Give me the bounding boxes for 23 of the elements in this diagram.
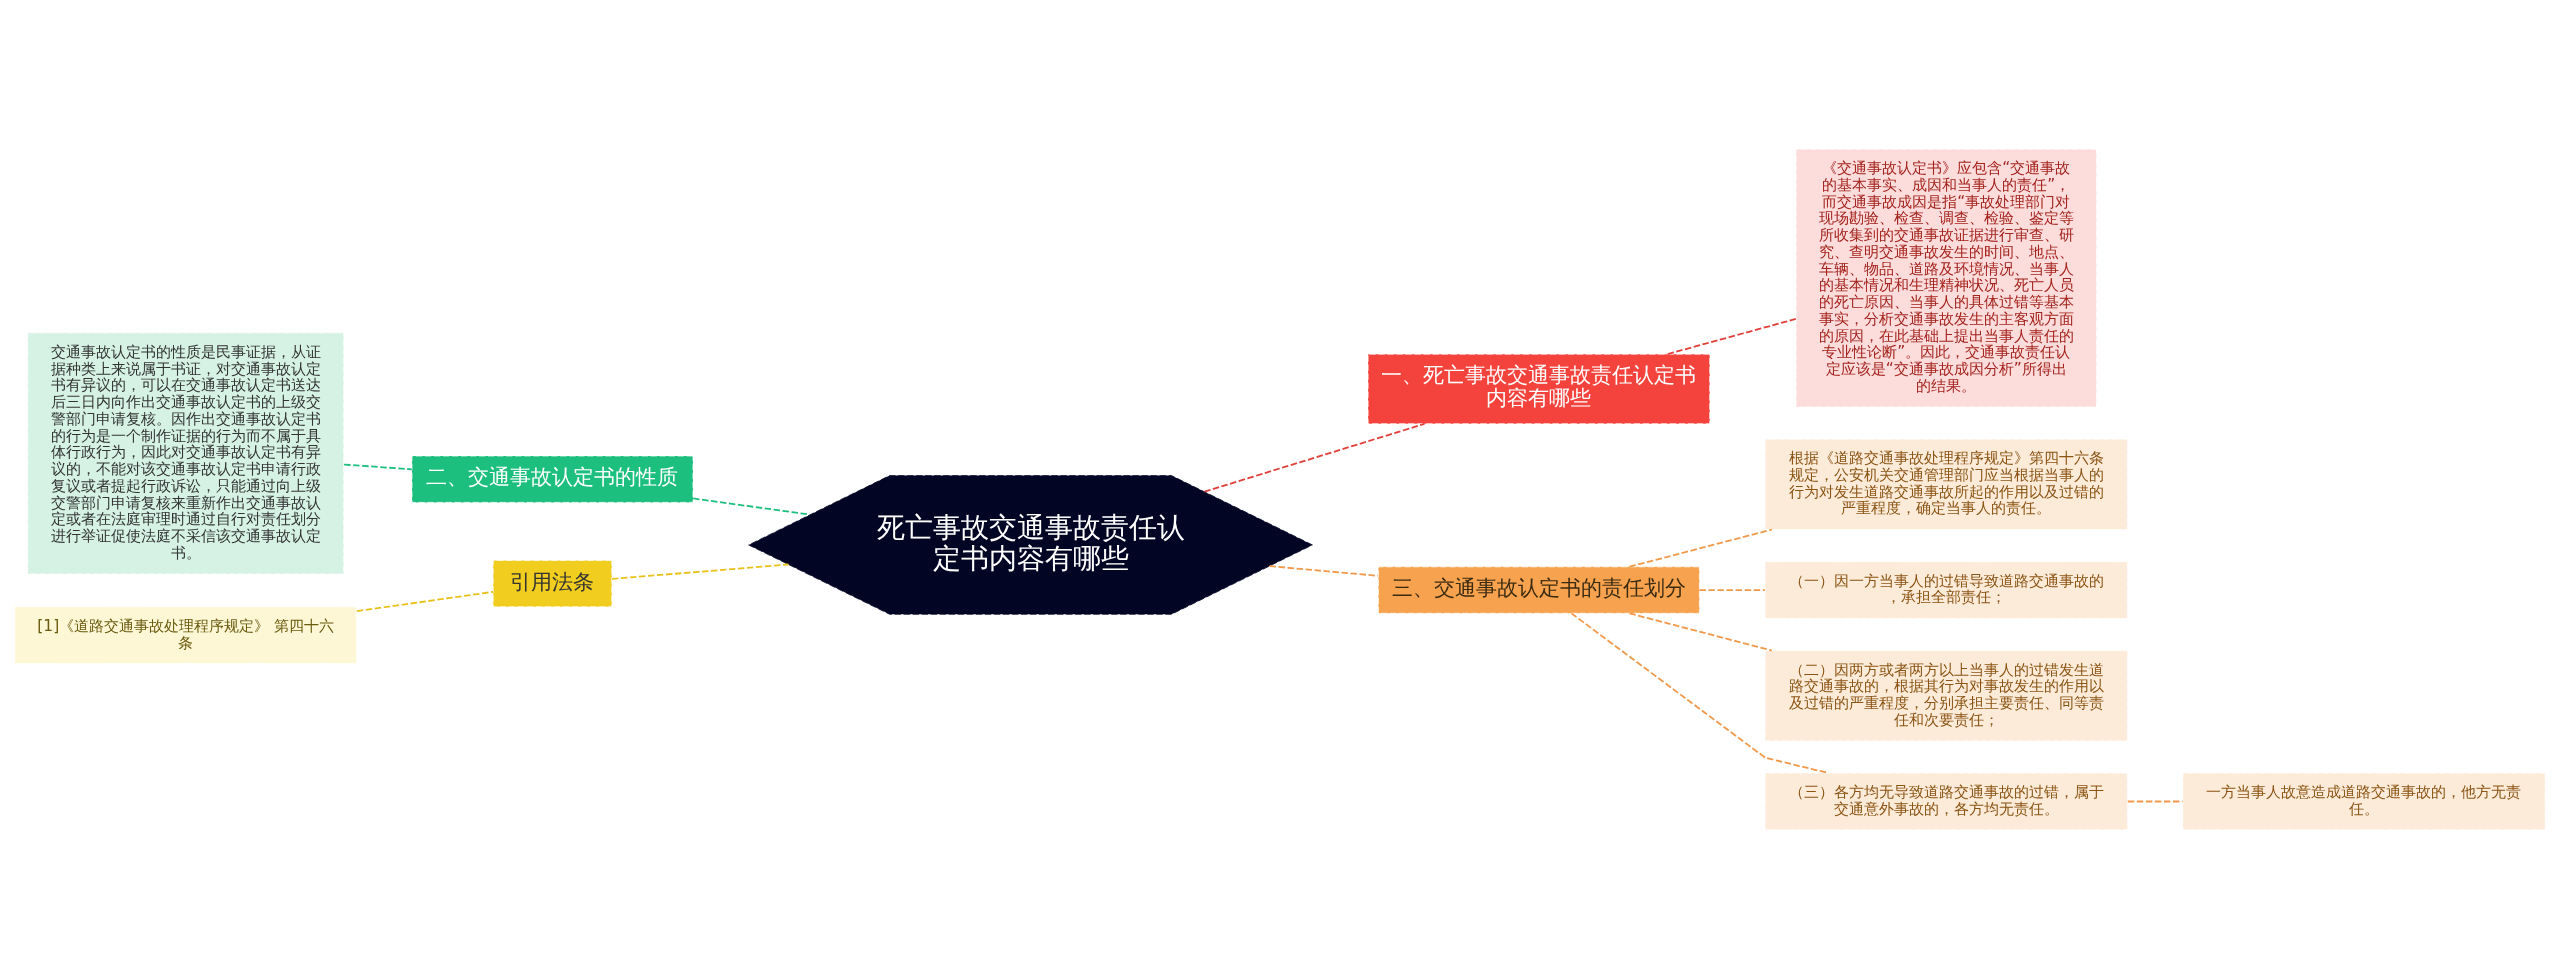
node-box: （三）各方均无导致道路交通事故的过错，属于交通意外事故的，各方均无责任。	[1764, 772, 2128, 831]
node-box: 根据《道路交通事故处理程序规定》第四十六条规定，公安机关交通管理部门应当根据当事人的行为对发生道路交通事故所起的作用以及过错的严重程度，确定当事人的责任。	[1764, 438, 2128, 530]
node-box: 交通事故认定书的性质是民事证据，从证据种类上来说属于书证，对交通事故认定书有异议的，可以在交通事故认定书送达后三日内向作出交通事故认定书的上级交警部门申请复核。因作出交通事故认定书的行为是一个制作证据的行为而不属于具体行政行为，因此对交通事故认定书有异议的，不能对该交通事故认定书申请行政复议或者提起行政诉讼，只能通过向上级交警部门申请复核来重新作出交通事故认定或者在法庭审理时通过自行对责任划分进行举证促使法庭不采信该交通事故认定书。	[27, 332, 345, 575]
connector	[2126, 800, 2184, 803]
node-box: 引用法条	[492, 560, 613, 608]
node-box: 《交通事故认定书》应包含“交通事故的基本事实、成因和当事人的责任”，而交通事故成因是指“事故处理部门对现场勘验、检查、调查、检验、鉴定等所收集到的交通事故证据进行审查、研究、查明交通事故发生的时间、地点、车辆、物品、道路及环境情况、当事人的基本情况和生理精神状况、死亡人员的死亡原因、当事人的具体过错等基本事实，分析交通事故发生的主客观方面的原因，在此基础上提出当事人责任的专业性论断”。因此，交通事故责任认定应该是“交通事故成因分析”所得出的结果。	[1795, 148, 2097, 408]
connector	[611, 563, 790, 580]
connector	[1698, 589, 1766, 591]
connector	[1628, 612, 1773, 652]
node-box: （一）因一方当事人的过错导致道路交通事故的，承担全部责任；	[1764, 561, 2128, 619]
node-box: 一方当事人故意造成道路交通事故的，他方无责任。	[2182, 772, 2546, 831]
connector	[1628, 528, 1773, 568]
connector	[355, 590, 494, 613]
node-box: 三、交通事故认定书的责任划分	[1378, 566, 1700, 614]
node-box: [1]《道路交通事故处理程序规定》 第四十六条	[14, 606, 357, 664]
connector	[1666, 318, 1797, 355]
connector	[1203, 422, 1426, 493]
node-box: 二、交通事故认定书的性质	[411, 455, 694, 503]
node-box: 一、死亡事故交通事故责任认定书内容有哪些	[1367, 353, 1711, 425]
connector	[343, 463, 413, 471]
node-box: （二）因两方或者两方以上当事人的过错发生道路交通事故的，根据其行为对事故发生的作用以及过错的严重程度，分别承担主要责任、同等责任和次要责任；	[1764, 650, 2128, 742]
connector	[1268, 565, 1379, 577]
connector	[692, 497, 811, 516]
